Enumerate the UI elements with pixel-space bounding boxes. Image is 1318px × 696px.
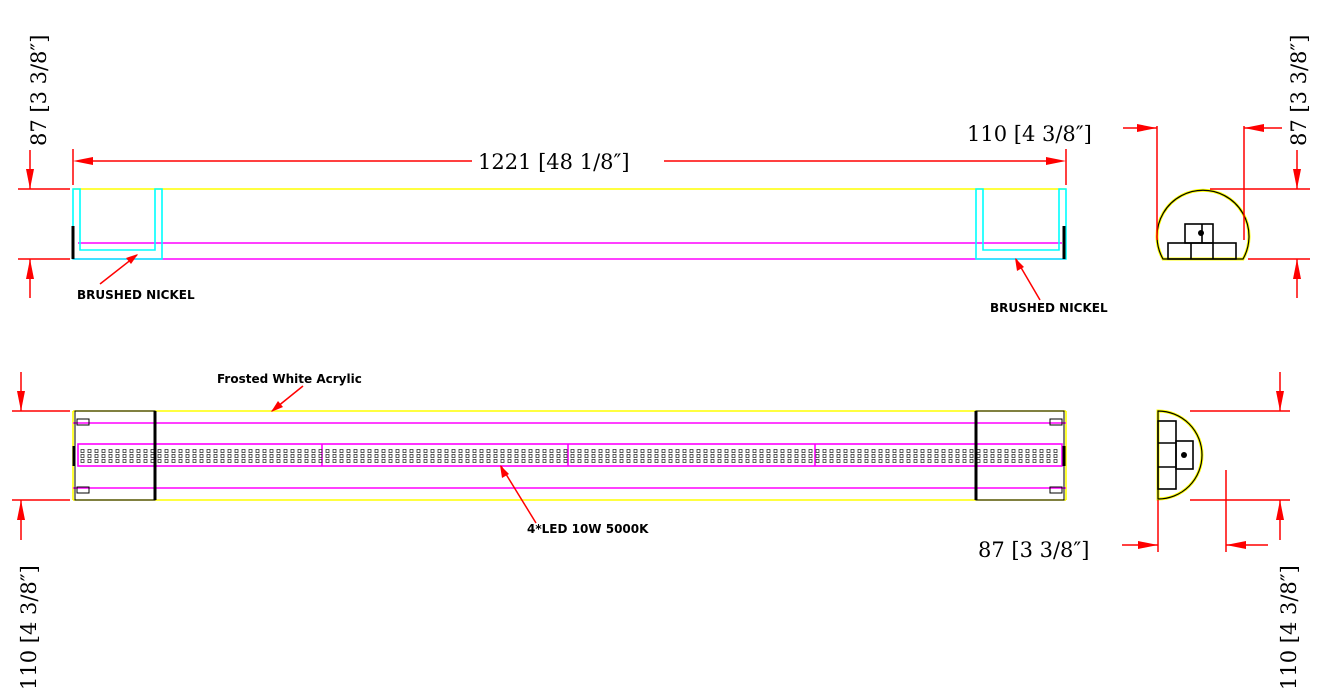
led-board: [77, 443, 1063, 467]
screw-hole-bottom: [1181, 452, 1187, 458]
bottom-end-view: 87 [3 3/8″] 110 [4 3/8″]: [978, 372, 1301, 690]
top-end-height-label: 87 [3 3/8″]: [1287, 35, 1311, 146]
note-left-label: BRUSHED NICKEL: [77, 288, 195, 302]
led-array: [80, 449, 1060, 464]
bottom-height-dimension: 110 [4 3/8″]: [12, 372, 70, 690]
note-left: BRUSHED NICKEL: [77, 254, 195, 302]
bottom-end-height-dimension: 110 [4 3/8″]: [1190, 372, 1301, 690]
top-end-width-label: 110 [4 3/8″]: [967, 122, 1092, 146]
bottom-end-height-label: 110 [4 3/8″]: [1277, 565, 1301, 690]
end-mount: [1184, 223, 1214, 244]
end-profile-lens: [1156, 409, 1204, 501]
note-right: BRUSHED NICKEL: [990, 258, 1108, 315]
end-profile-outline-bottom: [1157, 410, 1203, 500]
top-end-height-dimension: 87 [3 3/8″]: [1210, 35, 1311, 298]
note-lens: Frosted White Acrylic: [217, 372, 362, 412]
bottom-end-width-dimension: 87 [3 3/8″]: [978, 470, 1268, 562]
note-lens-label: Frosted White Acrylic: [217, 372, 362, 386]
bottom-view: 110 [4 3/8″] Frosted White Acrylic 4*LED…: [12, 372, 1067, 690]
length-dimension-label: 1221 [48 1/8″]: [478, 150, 630, 174]
end-base: [1167, 242, 1237, 260]
bottom-end-width-label: 87 [3 3/8″]: [978, 538, 1089, 562]
end-cap-right: [975, 188, 1067, 260]
end-mount-bottom: [1175, 440, 1194, 470]
end-cap-left: [72, 188, 163, 260]
top-end-view: 110 [4 3/8″] 87 [3 3/8″]: [967, 35, 1311, 298]
top-side-view: 1221 [48 1/8″] 87 [3 3/8″] BRUSHED NICKE…: [18, 35, 1108, 315]
height-dimension-left: 87 [3 3/8″]: [18, 35, 70, 298]
note-led-label: 4*LED 10W 5000K: [527, 522, 649, 536]
note-right-label: BRUSHED NICKEL: [990, 301, 1108, 315]
height-dimension-left-label: 87 [3 3/8″]: [27, 35, 51, 146]
screw-hole: [1198, 230, 1204, 236]
note-led: 4*LED 10W 5000K: [500, 465, 649, 536]
top-end-width-dimension: 110 [4 3/8″]: [967, 122, 1282, 240]
length-dimension: 1221 [48 1/8″]: [72, 149, 1067, 185]
bottom-height-label: 110 [4 3/8″]: [17, 565, 41, 690]
end-base-bottom: [1157, 420, 1177, 490]
